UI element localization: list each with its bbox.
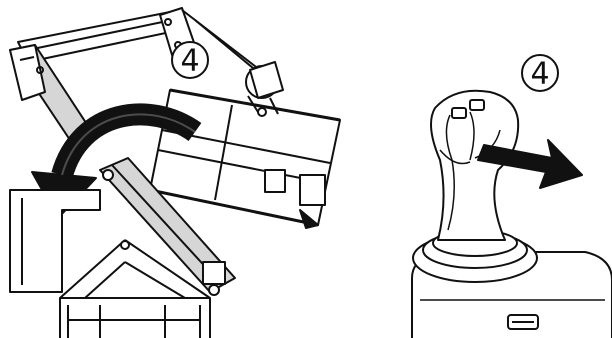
joystick-button-right bbox=[470, 100, 484, 110]
joystick-button-left bbox=[452, 108, 466, 118]
left-step-number: 4 bbox=[180, 44, 199, 79]
cab-block bbox=[10, 190, 100, 292]
left-panel: 4 bbox=[10, 8, 340, 338]
left-step-badge: 4 bbox=[172, 42, 208, 79]
right-step-number: 4 bbox=[530, 57, 549, 92]
right-panel: 4 bbox=[412, 55, 612, 338]
right-step-badge: 4 bbox=[522, 55, 558, 92]
